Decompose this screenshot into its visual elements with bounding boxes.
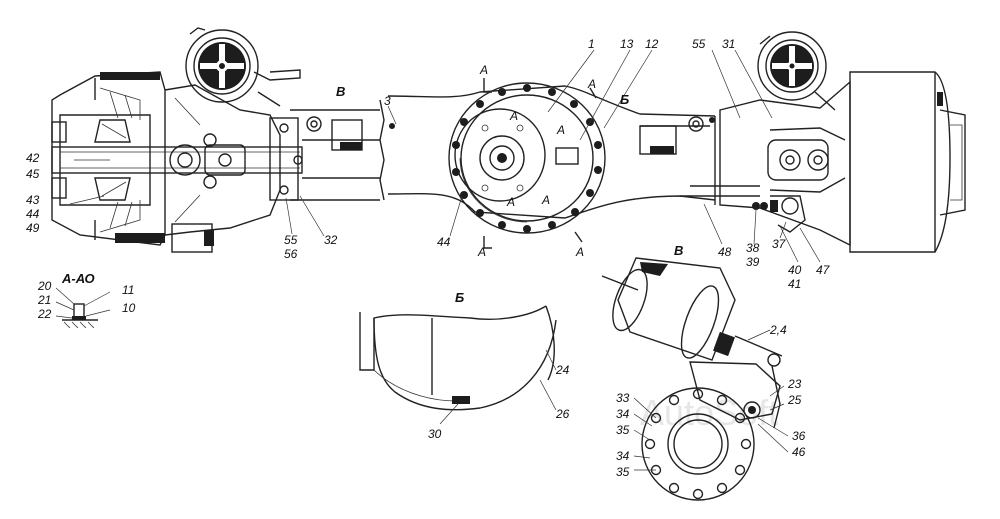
callout-23: 23 [787,377,802,391]
section-title-b: Б [455,290,464,305]
callout-38: 38 [746,241,760,255]
leader-lines [69,49,821,425]
callout-45: 45 [26,167,40,181]
callout-30: 30 [428,427,442,441]
section-b [359,305,557,411]
callout-34-upper: 34 [616,407,630,421]
differential-housing [387,78,716,249]
callout-32: 32 [324,233,338,247]
callout-a-1: А [479,63,488,77]
callout-25: 25 [787,393,802,407]
callout-13: 13 [620,37,634,51]
callout-49: 49 [26,221,40,235]
section-title-v: В [674,243,683,258]
callout-39: 39 [746,255,760,269]
view-v [601,257,789,501]
callout-21: 21 [37,293,51,307]
callout-36: 36 [792,429,806,443]
callout-37: 37 [772,237,787,251]
callout-40: 40 [788,263,802,277]
callout-a-8: А [575,245,584,259]
callout-55-top: 55 [692,37,706,51]
callout-31: 31 [722,37,735,51]
callout-12: 12 [645,37,659,51]
detail-a-ao [55,287,111,329]
callout-a-2: А [587,77,596,91]
callout-34-lower: 34 [616,449,630,463]
callout-1: 1 [588,37,595,51]
callout-3: 3 [384,94,391,108]
callout-11: 11 [122,283,134,297]
callout-46: 46 [792,445,806,459]
watermark: AutoSoft [640,392,778,433]
callout-a-6: А [541,193,550,207]
callout-56: 56 [284,247,298,261]
left-axle-tube [290,99,385,201]
section-title-a-ao: А-АО [61,271,95,286]
callout-55: 55 [284,233,298,247]
callout-41: 41 [788,277,801,291]
callout-44-center: 44 [437,235,451,249]
callout-a-3: А [509,109,518,123]
callout-22: 22 [37,307,52,321]
callout-35-upper: 35 [616,423,630,437]
callout-26: 26 [555,407,570,421]
callout-47: 47 [816,263,831,277]
callout-b-top: Б [620,92,629,107]
flange-bolts [644,388,752,500]
callout-10: 10 [122,301,136,315]
left-hub-assembly [51,27,303,253]
callout-2-4: 2,4 [769,323,787,337]
callout-a-5: А [506,195,515,209]
callout-a-7: А [477,245,486,259]
callout-48: 48 [718,245,732,259]
callout-a-4: А [556,123,565,137]
diff-bolt-ring [452,84,602,233]
callout-43: 43 [26,193,40,207]
callout-42: 42 [26,151,40,165]
callout-v-top: В [336,84,345,99]
callout-labels: 1 13 12 55 31 В 3 А А Б А А А А А А 42 4… [26,37,831,479]
callout-24: 24 [555,363,570,377]
callout-20: 20 [37,279,52,293]
callout-33: 33 [616,391,630,405]
callout-44: 44 [26,207,40,221]
right-axle-tube [639,116,760,205]
callout-35-lower: 35 [616,465,630,479]
right-hub-assembly [719,31,966,253]
